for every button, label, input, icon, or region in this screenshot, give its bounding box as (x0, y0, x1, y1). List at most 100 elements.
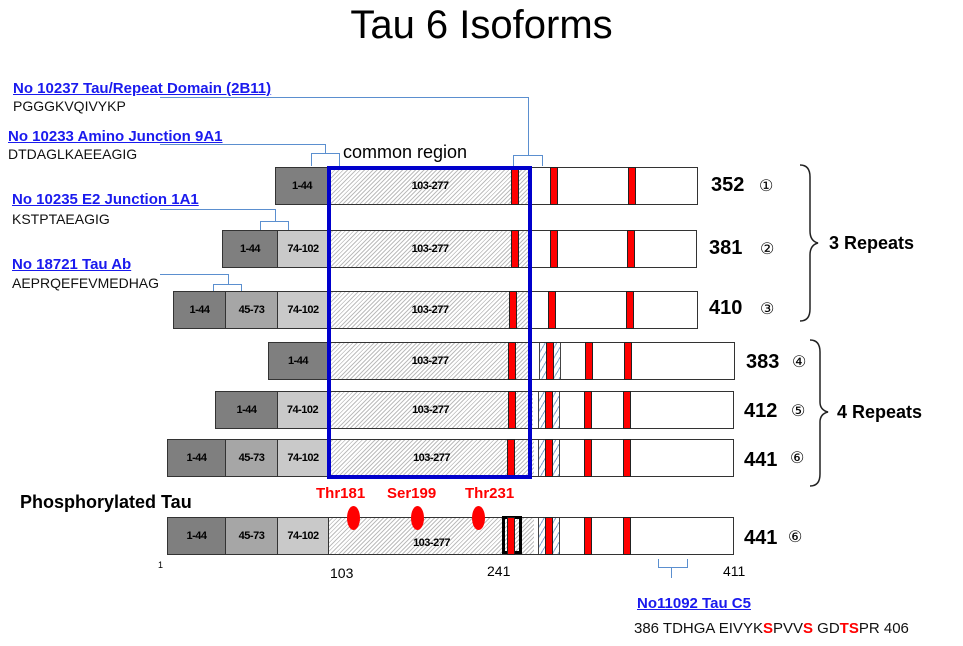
segment-1-44: 1-44 (276, 168, 329, 204)
segment-103-277: 103-277 (329, 231, 531, 267)
site-thr181: Thr181 (316, 485, 366, 502)
isoform-length: 412 (744, 400, 778, 422)
seq-phospho-residue: TS (839, 620, 859, 637)
segment-45-73: 45-73 (226, 518, 278, 554)
repeat-marker (623, 517, 631, 555)
antibody-link-10237[interactable]: No 10237 Tau/Repeat Domain (2B11) (13, 80, 272, 97)
segment-1-44: 1-44 (174, 292, 226, 328)
antibody-sequence-18721: AEPRQEFEVMEDHAG (12, 275, 160, 291)
antibody-link-10235[interactable]: No 10235 E2 Junction 1A1 (12, 191, 199, 208)
isoform-length: 441 (744, 449, 778, 471)
seq-phospho-residue: S (802, 620, 813, 637)
antibody-sequence-10233: DTDAGLKAEEAGIG (8, 146, 138, 162)
bracket-10233 (311, 153, 340, 166)
three-repeats-label: 3 Repeats (829, 233, 915, 253)
connector-10233 (160, 144, 326, 154)
repeat-marker (511, 230, 519, 268)
repeat-marker (584, 517, 592, 555)
isoform-index: ③ (760, 301, 775, 318)
segment-1-44: 1-44 (168, 518, 226, 554)
isoform-index: ① (759, 178, 774, 195)
diagram-title: Tau 6 Isoforms (350, 3, 613, 47)
isoform-index: ⑥ (788, 529, 803, 546)
isoform-index: ⑤ (791, 403, 806, 420)
bracket-18721 (213, 284, 242, 292)
connector-c5 (671, 567, 673, 578)
segment-1-44: 1-44 (223, 231, 278, 267)
segment-103-277: 103-277 (328, 392, 533, 428)
repeat-marker (627, 230, 635, 268)
antibody-link-10233[interactable]: No 10233 Amino Junction 9A1 (8, 128, 223, 145)
antibody-link-18721[interactable]: No 18721 Tau Ab (12, 256, 132, 273)
segment-103-277: 103-277 (328, 343, 532, 379)
segment-103-277: 103-277 (329, 440, 534, 476)
repeat-marker (585, 342, 593, 380)
connector-10237 (160, 97, 529, 156)
repeat-marker (584, 439, 592, 477)
connector-10235 (160, 209, 276, 222)
brace-4-repeats (809, 339, 829, 487)
repeat-marker (508, 391, 516, 429)
repeat-marker (508, 342, 516, 380)
segment-74-102: 74-102 (278, 518, 329, 554)
repeat-marker (545, 517, 553, 555)
isoform-length: 352 (711, 174, 745, 196)
position-103: 103 (330, 565, 354, 581)
antibody-sequence-10237: PGGGKVQIVYKP (13, 98, 126, 114)
antibody-sequence-11092: 386 TDHGA EIVYKSPVVS GDTSPR 406 (634, 620, 909, 637)
four-repeats-label: 4 Repeats (837, 402, 923, 422)
segment-74-102: 74-102 (278, 440, 329, 476)
segment-74-102: 74-102 (278, 392, 328, 428)
segment-45-73: 45-73 (226, 292, 278, 328)
site-ser199: Ser199 (387, 485, 437, 502)
bracket-10235 (260, 221, 289, 230)
repeat-marker (507, 517, 515, 555)
repeat-marker (509, 291, 517, 329)
isoform-bar-412: 1-44 74-102 103-277 (215, 391, 734, 429)
antibody-link-11092[interactable]: No11092 Tau C5 (637, 595, 751, 612)
segment-1-44: 1-44 (269, 343, 328, 379)
antibody-sequence-10235: KSTPTAEAGIG (12, 211, 110, 227)
segment-1-44: 1-44 (168, 440, 226, 476)
seq-part: PR 406 (858, 620, 909, 637)
isoform-index: ② (760, 241, 775, 258)
repeat-marker (584, 391, 592, 429)
seq-part: 386 TDHGA EIVYK (634, 620, 763, 637)
repeat-marker (550, 167, 558, 205)
isoform-length: 441 (744, 527, 778, 549)
repeat-marker (626, 291, 634, 329)
repeat-marker (628, 167, 636, 205)
common-region-box (327, 166, 532, 479)
isoform-index: ⑥ (790, 450, 805, 467)
position-1: 1 (158, 560, 164, 570)
segment-45-73: 45-73 (226, 440, 278, 476)
segment-74-102: 74-102 (278, 231, 329, 267)
segment-103-277: 103-277 (329, 518, 534, 554)
common-region-label: common region (343, 142, 468, 162)
phospho-site-dot-thr181 (347, 506, 360, 530)
seq-part: PVV (772, 620, 803, 637)
seq-part: GD (813, 620, 840, 637)
isoform-bar-352: 1-44 103-277 (275, 167, 698, 205)
isoform-index: ④ (792, 354, 807, 371)
phospho-isoform-bar: 1-44 45-73 74-102 103-277 (167, 516, 734, 555)
repeat-marker (623, 391, 631, 429)
isoform-bar-381: 1-44 74-102 103-277 (222, 230, 697, 268)
phospho-site-dot-thr231 (472, 506, 485, 530)
repeat-marker (550, 230, 558, 268)
connector-18721 (160, 274, 229, 285)
brace-3-repeats (799, 164, 819, 322)
segment-1-44: 1-44 (216, 392, 278, 428)
bracket-10237 (513, 155, 543, 166)
site-thr231: Thr231 (465, 485, 515, 502)
phospho-site-dot-ser199 (411, 506, 424, 530)
isoform-length: 383 (746, 351, 780, 373)
phospho-tau-label: Phosphorylated Tau (20, 492, 192, 512)
segment-103-277: 103-277 (329, 292, 531, 328)
isoform-length: 381 (709, 237, 743, 259)
repeat-marker (548, 291, 556, 329)
isoform-bar-410: 1-44 45-73 74-102 103-277 (173, 291, 698, 329)
position-241: 241 (487, 563, 511, 579)
repeat-marker (545, 391, 553, 429)
segment-74-102: 74-102 (278, 292, 329, 328)
